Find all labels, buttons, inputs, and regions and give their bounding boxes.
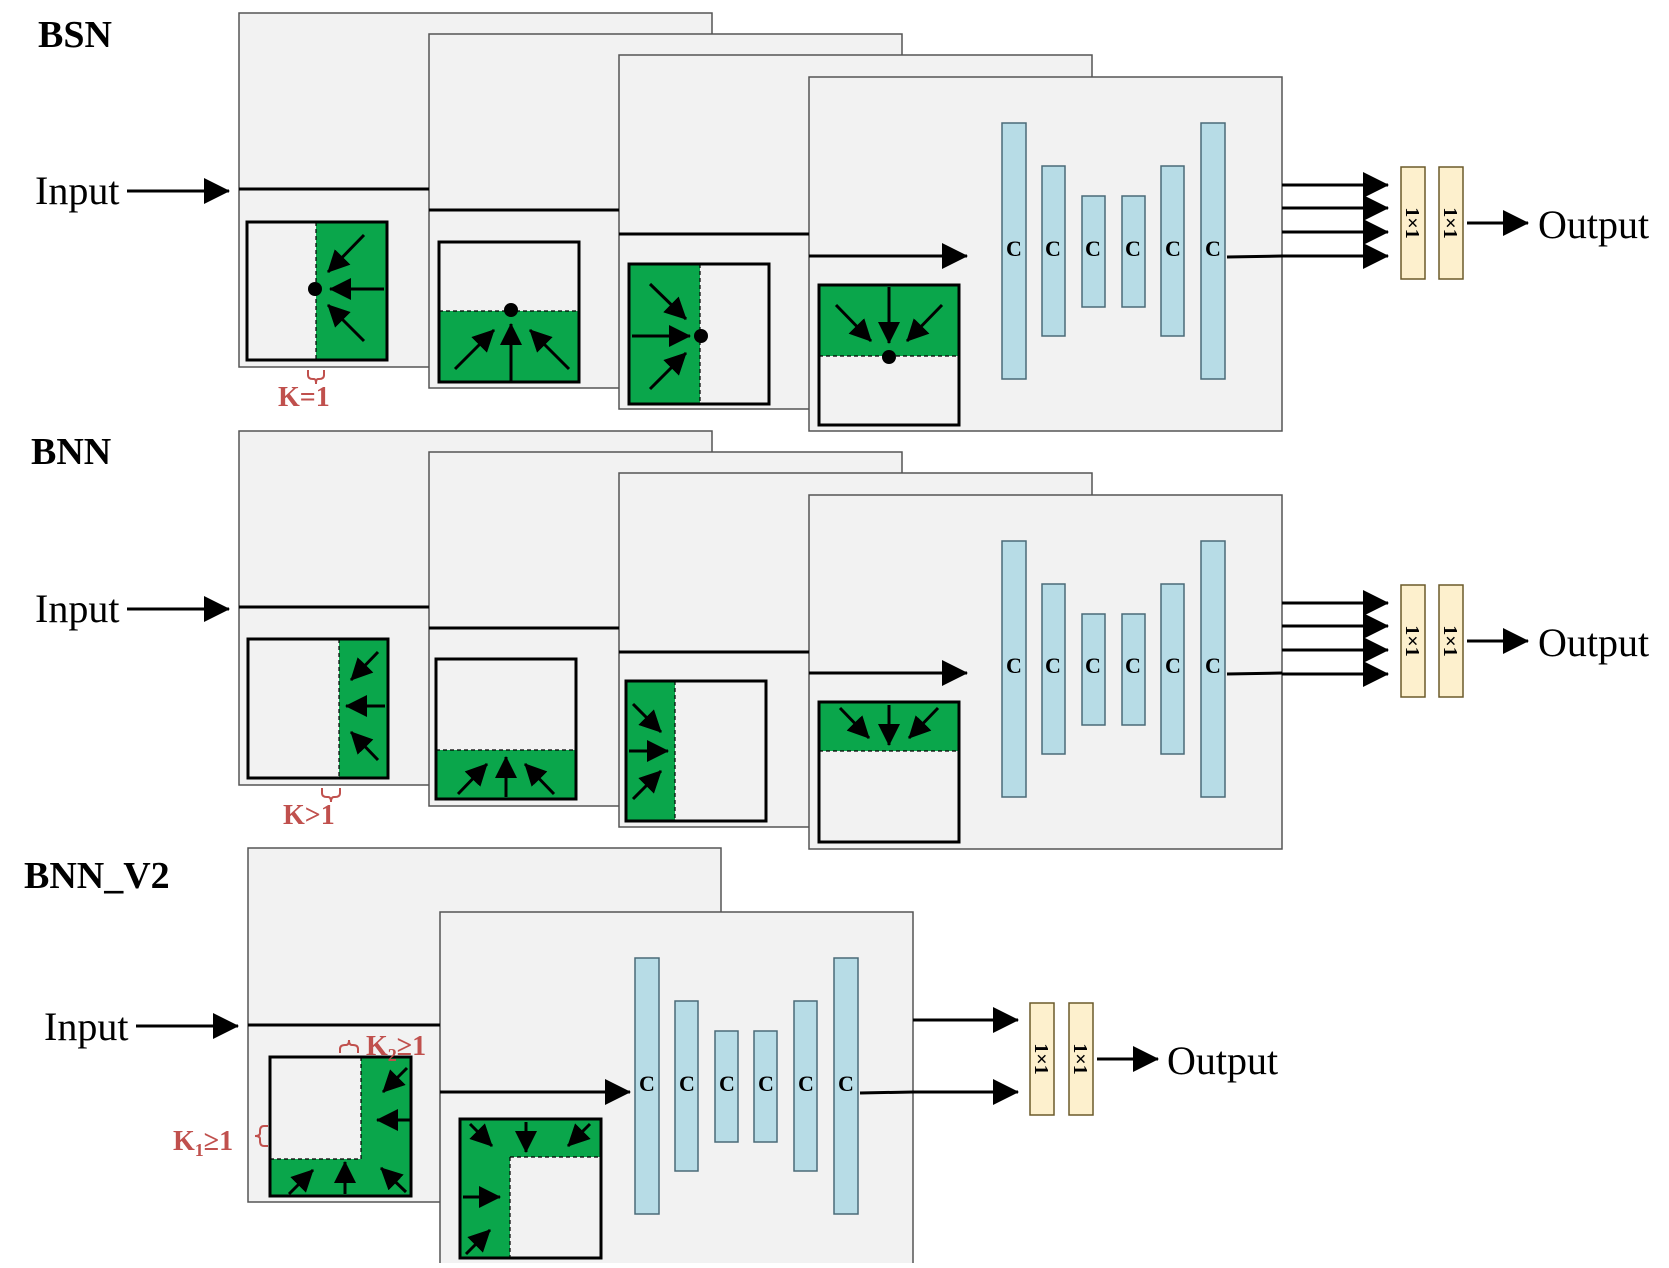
k-brace-bnn [321,788,341,803]
c-out-line-bnn [1226,671,1283,676]
c-label: C [639,1071,655,1096]
c-label: C [1085,653,1101,678]
row-title-bnn: BNN [31,431,111,473]
k1-brace-bnn-v2 [254,1125,268,1147]
mask-top-left-bnn-v2 [458,1117,603,1260]
k2-brace-bnn-v2 [339,1039,359,1053]
mask-left-bnn [624,679,768,823]
k-brace-bsn [307,370,325,385]
conv-label: 1×1 [1401,207,1423,238]
c-label: C [1165,236,1181,261]
output-arrows-bnn [1282,590,1389,687]
c-blocks-bnn-v2: C C C C C C [634,957,859,1215]
mask-left-bsn [627,262,771,406]
mask-top-bsn [817,283,961,427]
c-label: C [1006,236,1022,261]
output-label-bnn-v2: Output [1167,1038,1278,1083]
c-label: C [1006,653,1022,678]
row-bsn: BSN Input K=1 [35,12,1649,432]
conv-label: 1×1 [1439,207,1461,238]
conv-blocks-bsn: 1×1 1×1 [1400,166,1464,280]
mask-bottom-bsn [437,240,581,384]
c-label: C [1125,653,1141,678]
k2-label-bnn-v2: K2≥1 [366,1031,426,1065]
mask-right-bnn [246,637,390,780]
conv-label: 1×1 [1439,625,1461,656]
c-out-line-bnn-v2 [859,1090,914,1095]
input-label-bnn: Input [35,586,119,631]
output-label-bsn: Output [1538,202,1649,247]
conv-label: 1×1 [1069,1043,1091,1074]
conv-blocks-bnn-v2: 1×1 1×1 [1029,1002,1094,1116]
row-title-bsn: BSN [38,14,112,56]
row-bnn-v2: BNN_V2 Input K2≥1 K1≥1 [24,847,1278,1267]
row-bnn: BNN Input K>1 [31,430,1649,850]
mask-top-bnn [817,700,961,844]
c-label: C [719,1071,735,1096]
mask-right-bsn [245,220,389,362]
c-blocks-bnn: C C C C C C [1001,540,1226,798]
c-blocks-bsn: C C C C C C [1001,122,1226,380]
c-label: C [1045,236,1061,261]
conv-label: 1×1 [1401,625,1423,656]
c-out-line-bsn [1226,254,1283,259]
output-arrows-bnn-v2 [913,1007,1019,1105]
input-label-bnn-v2: Input [44,1004,128,1049]
c-label: C [838,1071,854,1096]
c-label: C [758,1071,774,1096]
c-label: C [1125,236,1141,261]
c-label: C [798,1071,814,1096]
output-label-bnn: Output [1538,620,1649,665]
c-label: C [1045,653,1061,678]
input-label-bsn: Input [35,168,119,213]
c-label: C [1165,653,1181,678]
k-label-bnn: K>1 [283,800,335,831]
conv-blocks-bnn: 1×1 1×1 [1400,584,1464,698]
c-label: C [1085,236,1101,261]
c-label: C [1205,236,1221,261]
k1-label-bnn-v2: K1≥1 [173,1126,233,1160]
output-arrows-bsn [1282,172,1389,269]
k-label-bsn: K=1 [278,382,330,413]
row-title-bnn-v2: BNN_V2 [24,855,170,897]
mask-bottom-bnn [434,657,578,801]
conv-label: 1×1 [1030,1043,1052,1074]
c-label: C [1205,653,1221,678]
mask-right-bottom-bnn-v2 [268,1055,413,1198]
c-label: C [679,1071,695,1096]
